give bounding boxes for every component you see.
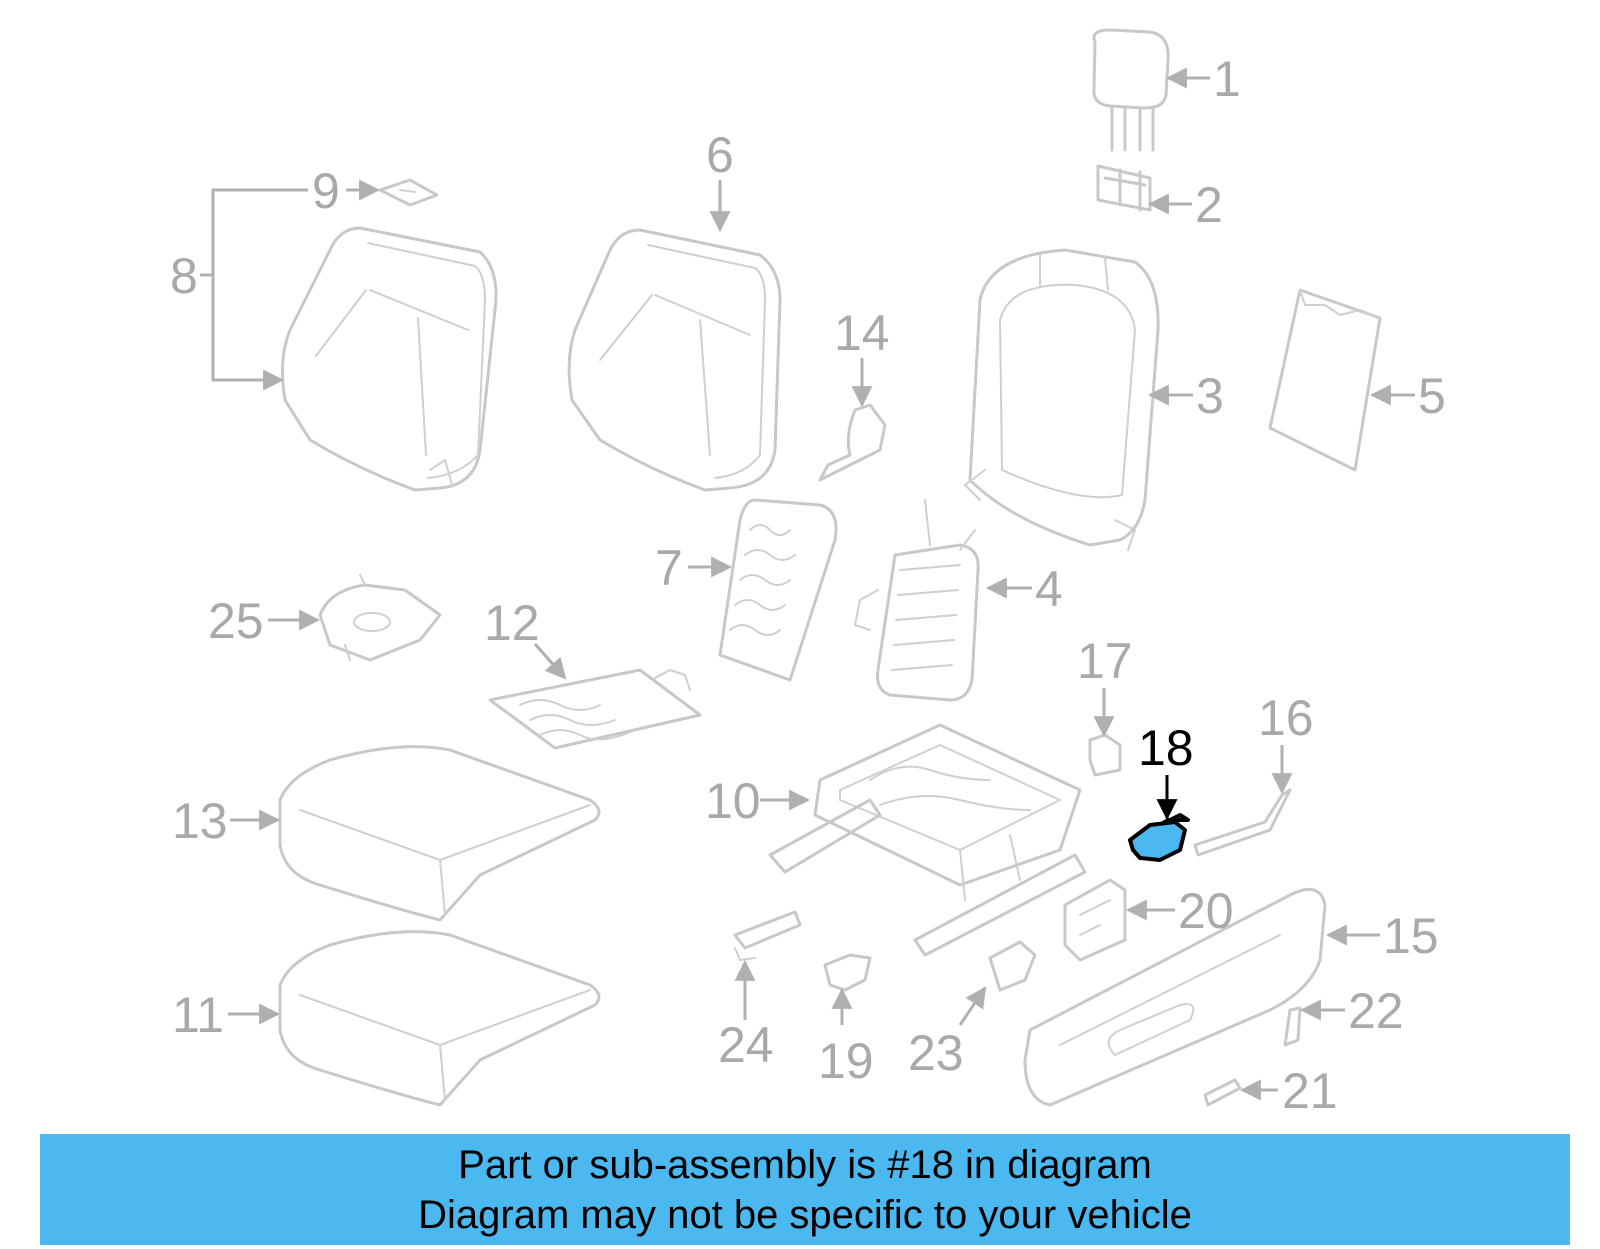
part-3-back-frame[interactable] (964, 248, 1160, 551)
part-14-bracket[interactable] (818, 403, 887, 482)
part-20-switch-bracket[interactable] (1063, 878, 1127, 962)
callout-22[interactable]: 22 (1348, 983, 1404, 1039)
callout-17[interactable]: 17 (1077, 633, 1133, 689)
callout-16[interactable]: 16 (1258, 690, 1314, 746)
callout-20[interactable]: 20 (1178, 883, 1234, 939)
part-15-side-shield[interactable] (1023, 887, 1327, 1107)
callout-4[interactable]: 4 (1035, 561, 1063, 617)
callout-15[interactable]: 15 (1383, 908, 1439, 964)
part-21-knob[interactable] (1203, 1078, 1242, 1107)
callout-9[interactable]: 9 (312, 163, 340, 219)
info-banner: Part or sub-assembly is #18 in diagram D… (40, 1134, 1570, 1245)
callout-6[interactable]: 6 (706, 127, 734, 183)
part-2-guide[interactable] (1096, 164, 1152, 212)
part-13-cushion-cover[interactable] (278, 745, 601, 922)
callout-12[interactable]: 12 (484, 595, 540, 651)
callout-25[interactable]: 25 (208, 593, 264, 649)
callout-8[interactable]: 8 (170, 248, 198, 304)
callout-2[interactable]: 2 (1195, 177, 1223, 233)
part-4-harness[interactable] (854, 499, 980, 702)
callout-23[interactable]: 23 (908, 1025, 964, 1081)
part-7-back-pad[interactable] (718, 498, 838, 682)
banner-line-1: Part or sub-assembly is #18 in diagram (458, 1143, 1152, 1187)
banner-line-2: Diagram may not be specific to your vehi… (418, 1193, 1192, 1237)
callout-1[interactable]: 1 (1213, 51, 1241, 107)
part-17-clip[interactable] (1088, 733, 1122, 777)
callout-13[interactable]: 13 (172, 793, 228, 849)
part-9-clip[interactable] (378, 178, 439, 207)
part-12-heater-mat[interactable] (488, 668, 702, 750)
part-1-headrest[interactable] (1092, 28, 1170, 152)
part-22-knob[interactable] (1283, 1006, 1302, 1047)
part-10-seat-frame[interactable] (768, 723, 1087, 957)
callout-3[interactable]: 3 (1196, 368, 1224, 424)
part-23-switch[interactable] (988, 940, 1037, 992)
part-5-back-panel[interactable] (1268, 288, 1382, 472)
part-25-speaker[interactable] (318, 574, 442, 662)
callout-labels: 1 2 3 4 5 6 7 8 9 10 11 12 13 14 15 16 1… (170, 51, 1446, 1119)
callout-21[interactable]: 21 (1282, 1063, 1338, 1119)
part-8-back-assembly[interactable] (280, 226, 498, 492)
part-6-back-cover[interactable] (567, 228, 782, 492)
part-11-cushion-pad[interactable] (278, 930, 601, 1107)
part-19-cover[interactable] (823, 953, 872, 992)
callout-14[interactable]: 14 (834, 305, 890, 361)
callout-18[interactable]: 18 (1138, 720, 1194, 776)
callout-11[interactable]: 11 (172, 987, 224, 1043)
part-16-lever[interactable] (1193, 788, 1292, 857)
callout-5[interactable]: 5 (1418, 368, 1446, 424)
part-24-trim[interactable] (733, 910, 802, 961)
callout-10[interactable]: 10 (705, 773, 761, 829)
part-18-highlighted[interactable] (1128, 813, 1190, 862)
callout-24[interactable]: 24 (718, 1017, 774, 1073)
callout-7[interactable]: 7 (655, 540, 683, 596)
leader-lines (200, 67, 1415, 1101)
callout-19[interactable]: 19 (818, 1033, 874, 1089)
